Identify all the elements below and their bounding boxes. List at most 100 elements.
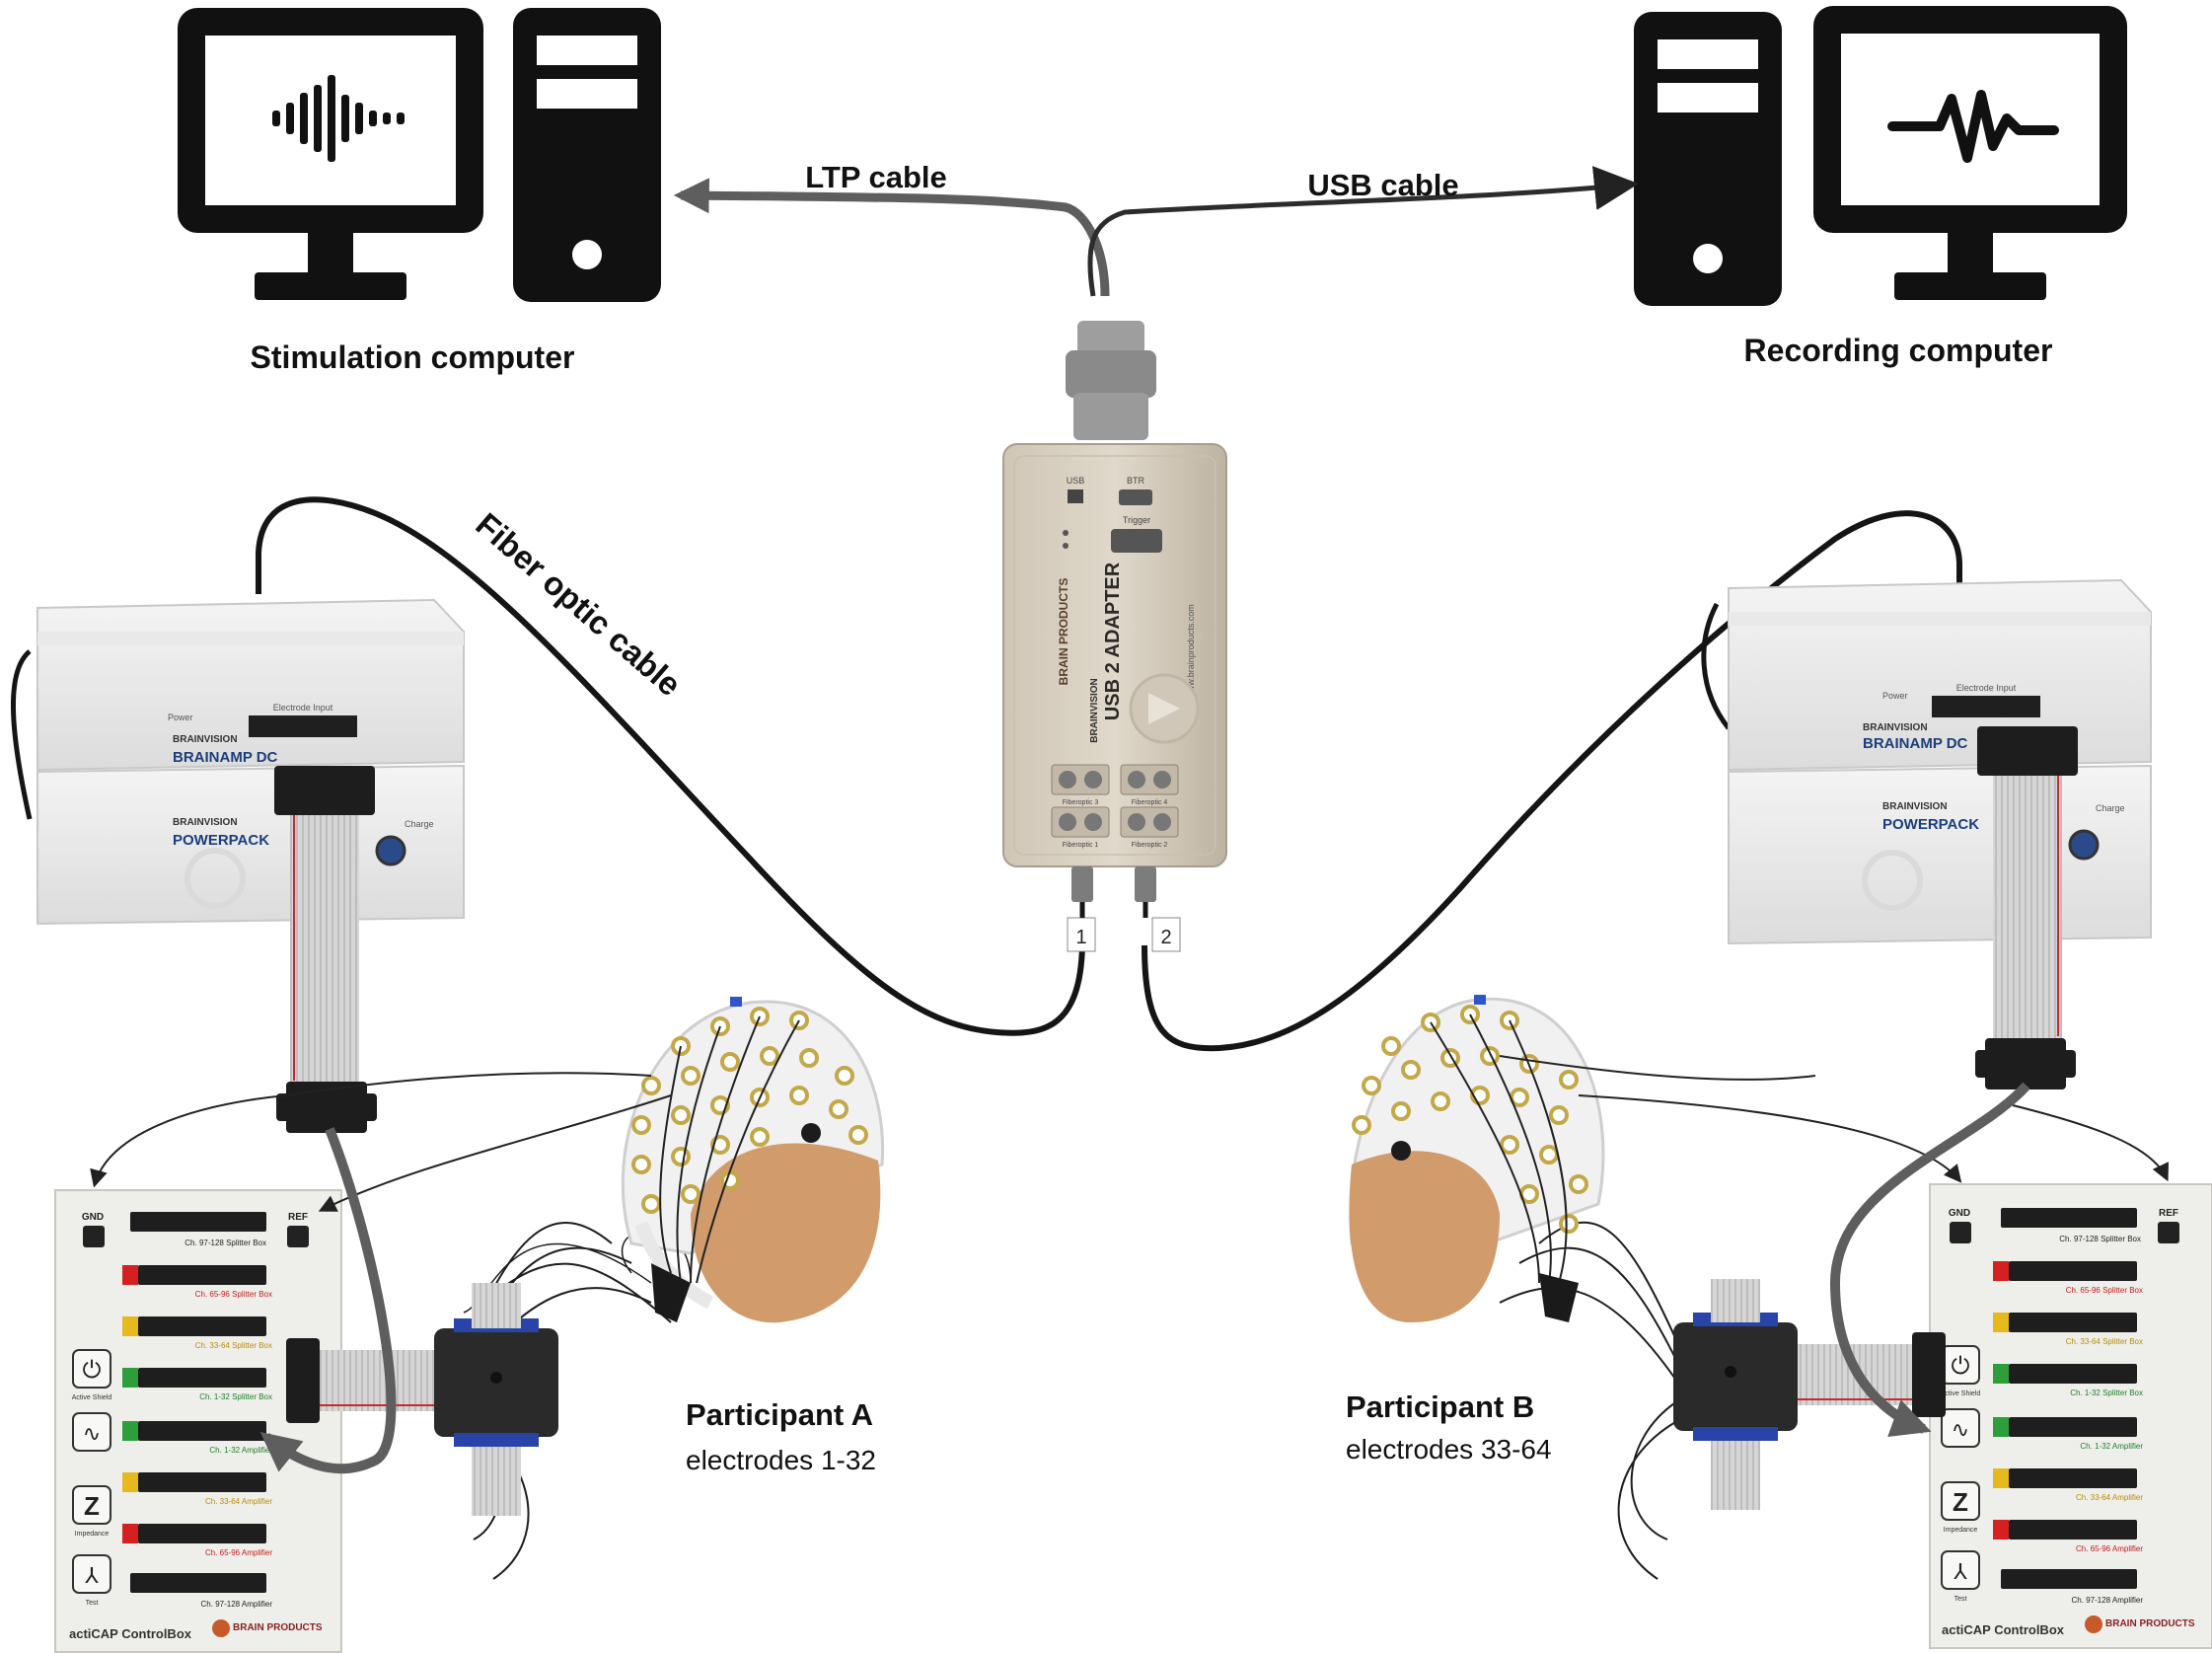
svg-text:Ch. 33-64 Amplifier: Ch. 33-64 Amplifier (205, 1497, 272, 1506)
svg-text:Charge: Charge (405, 819, 434, 829)
ref-socket (287, 1226, 309, 1247)
active-shield-icon: ∿ (83, 1421, 101, 1446)
test-icon: ⅄ (1953, 1559, 1967, 1584)
svg-text:Active Shield: Active Shield (72, 1394, 112, 1401)
sound-wave-icon (272, 75, 405, 162)
trigger-port (1111, 529, 1162, 553)
svg-text:2: 2 (1160, 927, 1171, 948)
svg-text:BRAINVISION: BRAINVISION (173, 734, 238, 745)
monitor-icon (1813, 6, 2127, 300)
controlbox-buttons: ⏻ ∿ Z ⅄ Active Shield Impedance Test (1941, 1345, 1981, 1603)
active-shield-icon: ∿ (1952, 1417, 1969, 1442)
svg-text:Fiberoptic 1: Fiberoptic 1 (1063, 842, 1099, 849)
controlbox-b: GND REF Ch. 97-128 Splitter Box Ch. 65-9… (1929, 1183, 2212, 1649)
ref-socket (2158, 1222, 2179, 1243)
usb-port (1068, 489, 1083, 503)
participant-b-name: Participant B (1346, 1390, 1534, 1424)
svg-text:BRAIN PRODUCTS: BRAIN PRODUCTS (1057, 578, 1070, 686)
participant-a-eeg-cap (286, 997, 885, 1580)
svg-text:Ch. 33-64 Splitter Box: Ch. 33-64 Splitter Box (195, 1341, 272, 1350)
pc-tower-icon (1634, 12, 1782, 306)
svg-text:www.brainproducts.com: www.brainproducts.com (1186, 604, 1196, 700)
svg-text:Ch. 97-128 Splitter Box: Ch. 97-128 Splitter Box (2059, 1235, 2141, 1243)
ribbon-cable (1993, 750, 2062, 1046)
svg-text:GND: GND (1949, 1208, 1970, 1219)
brainamp-label: BRAINAMP DC (173, 749, 278, 766)
fiber-ports: Fiberoptic 3 Fiberoptic 4 Fiberoptic 1 F… (1051, 764, 1179, 849)
participant-b-eeg-cap (1349, 995, 1946, 1580)
splitter-box (1673, 1322, 1798, 1431)
usb2-adapter: USB BTR Trigger BRAIN PRODUCTS USB 2 ADA… (1002, 321, 1227, 952)
svg-text:Power: Power (1882, 691, 1908, 701)
svg-text:REF: REF (2159, 1208, 2178, 1219)
usb-cable-label: USB cable (1307, 168, 1458, 202)
impedance-icon: Z (84, 1491, 100, 1521)
power-icon: ⏻ (83, 1357, 102, 1384)
power-icon: ⏻ (1952, 1353, 1970, 1380)
svg-text:Power: Power (168, 713, 193, 722)
controlbox-title: actiCAP ControlBox (69, 1626, 192, 1641)
adapter-name: USB 2 ADAPTER (1102, 562, 1124, 720)
svg-text:Ch. 97-128 Amplifier: Ch. 97-128 Amplifier (201, 1600, 273, 1609)
electrode-input (1932, 696, 2040, 717)
svg-text:Fiberoptic 3: Fiberoptic 3 (1063, 799, 1099, 806)
svg-text:Ch. 97-128 Splitter Box: Ch. 97-128 Splitter Box (184, 1239, 266, 1247)
participant-b-electrodes: electrodes 33-64 (1346, 1434, 1552, 1465)
amp-to-controlbox-arrow-a (259, 1127, 397, 1474)
controlbox-buttons: ⏻ ∿ Z ⅄ Active Shield Impedance Test (72, 1349, 112, 1607)
gnd-socket (83, 1226, 105, 1247)
brainproducts-logo: BRAIN PRODUCTS (233, 1622, 323, 1633)
svg-text:Test: Test (1954, 1596, 1967, 1603)
svg-text:Ch. 1-32 Splitter Box: Ch. 1-32 Splitter Box (2070, 1389, 2143, 1397)
svg-text:USB: USB (1067, 476, 1085, 486)
powerpack-label: POWERPACK (173, 832, 269, 849)
svg-text:BRAINVISION: BRAINVISION (1863, 722, 1928, 733)
controlbox-title: actiCAP ControlBox (1942, 1622, 2065, 1637)
svg-text:Electrode Input: Electrode Input (273, 703, 333, 713)
svg-text:Ch. 97-128 Amplifier: Ch. 97-128 Amplifier (2072, 1596, 2144, 1605)
svg-text:1: 1 (1075, 927, 1086, 948)
stimulation-computer-label: Stimulation computer (251, 339, 575, 375)
btr-port (1119, 489, 1152, 505)
gnd-ref-lines (90, 1055, 2169, 1212)
svg-text:Test: Test (86, 1600, 99, 1607)
svg-text:Impedance: Impedance (75, 1531, 110, 1538)
heartbeat-icon (1887, 90, 2059, 163)
ltp-cable-label: LTP cable (805, 160, 947, 194)
svg-text:Ch. 1-32 Splitter Box: Ch. 1-32 Splitter Box (199, 1392, 272, 1401)
recording-computer (1634, 6, 2127, 306)
electrode-dots (631, 1007, 868, 1214)
ribbon-cable (290, 789, 359, 1086)
controlbox-rows: Ch. 97-128 Splitter Box Ch. 65-96 Splitt… (122, 1212, 272, 1609)
fiber-optic-cable-a (256, 496, 1085, 1036)
electrode-input (249, 715, 357, 737)
amplifier-stack-b: Power Electrode Input BRAINVISION BRAINA… (1701, 578, 2152, 1089)
svg-text:Ch. 1-32 Amplifier: Ch. 1-32 Amplifier (209, 1446, 272, 1455)
svg-text:Ch. 65-96 Amplifier: Ch. 65-96 Amplifier (205, 1548, 272, 1557)
brainproducts-logo: BRAIN PRODUCTS (2105, 1618, 2195, 1629)
power-socket (2068, 829, 2100, 861)
recording-computer-label: Recording computer (1744, 333, 2053, 368)
svg-text:Impedance: Impedance (1944, 1527, 1978, 1534)
svg-text:Active Shield: Active Shield (1941, 1390, 1981, 1397)
svg-text:REF: REF (288, 1212, 308, 1223)
fiber-tag-1 (1067, 917, 1096, 952)
svg-text:GND: GND (82, 1212, 104, 1223)
amplifier-stack-a: Power Electrode Input BRAINVISION BRAINA… (11, 598, 465, 1133)
svg-text:Trigger: Trigger (1123, 515, 1150, 525)
svg-text:Ch. 65-96 Amplifier: Ch. 65-96 Amplifier (2076, 1544, 2143, 1553)
svg-text:Ch. 65-96 Splitter Box: Ch. 65-96 Splitter Box (2066, 1286, 2143, 1295)
svg-text:Ch. 1-32 Amplifier: Ch. 1-32 Amplifier (2080, 1442, 2143, 1451)
participant-a-name: Participant A (686, 1397, 873, 1432)
power-socket (375, 835, 406, 866)
svg-text:Fiberoptic 4: Fiberoptic 4 (1132, 799, 1168, 806)
usb-cable (1087, 166, 1639, 297)
svg-text:BRAINVISION: BRAINVISION (1882, 801, 1948, 812)
electrode-dots (1352, 1005, 1588, 1234)
fiber-tag-2 (1151, 917, 1181, 952)
test-icon: ⅄ (84, 1563, 99, 1588)
fiber-optic-cable-b (1142, 510, 1962, 1052)
adapter-label: BRAIN PRODUCTS (1057, 578, 1070, 686)
brainamp-label: BRAINAMP DC (1863, 735, 1968, 752)
